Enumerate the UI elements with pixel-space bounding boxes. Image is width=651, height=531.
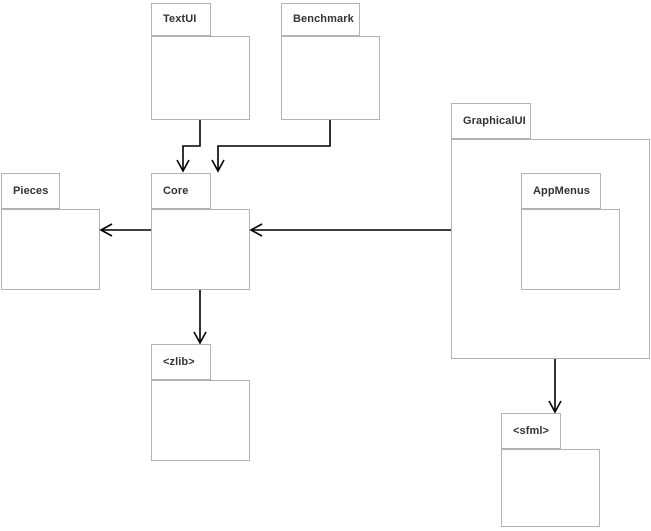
graphicalui-to-sfml-arrow [548, 359, 562, 414]
package-benchmark-tab[interactable]: Benchmark [281, 3, 360, 36]
package-textui-label: TextUI [163, 13, 197, 25]
package-appmenus-tab[interactable]: AppMenus [521, 173, 601, 209]
benchmark-to-core-arrow [211, 120, 331, 173]
package-graphicalui-tab[interactable]: GraphicalUI [451, 103, 531, 139]
package-core-body[interactable] [151, 209, 250, 290]
package-zlib-body[interactable] [151, 380, 250, 461]
package-core-tab[interactable]: Core [151, 173, 211, 209]
package-benchmark-body[interactable] [281, 36, 380, 120]
package-zlib-tab[interactable]: <zlib> [151, 344, 211, 380]
package-sfml-body[interactable] [501, 449, 600, 527]
package-graphicalui-label: GraphicalUI [463, 114, 526, 127]
package-textui-tab[interactable]: TextUI [151, 3, 211, 36]
graphicalui-to-core-arrow [249, 223, 451, 237]
package-pieces-tab[interactable]: Pieces [1, 173, 60, 209]
package-sfml-tab[interactable]: <sfml> [501, 413, 561, 449]
core-to-pieces-arrow [99, 223, 151, 237]
package-appmenus-body[interactable] [521, 209, 620, 290]
textui-to-core-arrow [176, 120, 201, 173]
package-benchmark-label: Benchmark [293, 13, 354, 25]
package-zlib-label: <zlib> [163, 355, 195, 368]
package-sfml-label: <sfml> [513, 424, 550, 437]
package-core-label: Core [163, 184, 189, 197]
core-to-zlib-arrow [193, 290, 207, 345]
package-appmenus-label: AppMenus [533, 184, 591, 197]
package-pieces-label: Pieces [13, 184, 49, 197]
package-pieces-body[interactable] [1, 209, 100, 290]
package-textui-body[interactable] [151, 36, 250, 120]
